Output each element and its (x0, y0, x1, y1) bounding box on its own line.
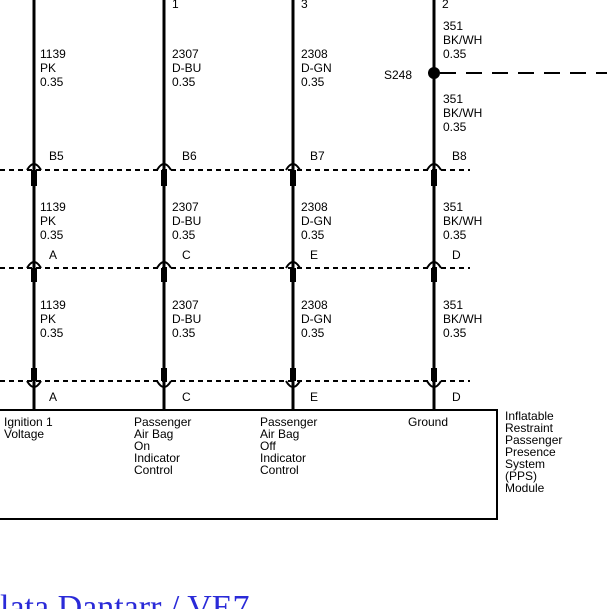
wire-label-color: D-BU (172, 214, 201, 228)
connector-row1-pin: B6 (182, 149, 197, 163)
wire-label-group-top: 1139 PK 0.35 2307 D-BU 0.35 2308 D-GN 0.… (40, 19, 482, 134)
wire-label-color: D-BU (172, 312, 201, 326)
wire-label-gauge: 0.35 (172, 228, 196, 242)
wire-label-gauge: 0.35 (301, 75, 325, 89)
connector-row1-terminals (26, 163, 442, 186)
connector-row3-pin: A (49, 390, 57, 404)
wire-label-num: 2308 (301, 47, 328, 61)
wire-label-num: 351 (443, 19, 463, 33)
wire-label-gauge: 0.35 (172, 326, 196, 340)
splice-label: S248 (384, 68, 412, 82)
wire-label-gauge: 0.35 (443, 120, 467, 134)
connector-row1-pin: B8 (452, 149, 467, 163)
connector-row1-pin: B7 (310, 149, 325, 163)
wire-label-num: 2307 (172, 200, 199, 214)
wire-label-color: PK (40, 61, 56, 75)
module-pin-label-ground: Ground (408, 415, 448, 429)
wire-label-color: D-GN (301, 61, 332, 75)
wire-label-group-bottom: 1139 PK 0.35 2307 D-BU 0.35 2308 D-GN 0.… (40, 298, 482, 340)
wire-label-color: BK/WH (443, 214, 482, 228)
header-pin-col4: 2 (442, 0, 449, 11)
wire-label-gauge: 0.35 (443, 47, 467, 61)
wire-label-gauge: 0.35 (40, 326, 64, 340)
connector-row3-pin: E (310, 390, 318, 404)
bottom-caption: lata Dantarr / VE7 (0, 589, 250, 609)
wire-label-gauge: 0.35 (443, 228, 467, 242)
wire-label-gauge: 0.35 (301, 228, 325, 242)
wire-label-num: 2307 (172, 298, 199, 312)
wire-label-color: BK/WH (443, 106, 482, 120)
wire-label-gauge: 0.35 (301, 326, 325, 340)
connector-row2-terminals (26, 261, 442, 282)
wire-label-num: 1139 (40, 47, 66, 61)
header-pin-col2: 1 (172, 0, 179, 11)
splice-s248 (428, 67, 440, 79)
wire-label-color: PK (40, 312, 56, 326)
wire-label-num: 1139 (40, 200, 66, 214)
wire-label-num: 2307 (172, 47, 199, 61)
wire-label-num: 351 (443, 298, 463, 312)
wire-label-color: D-GN (301, 214, 332, 228)
wire-label-color: BK/WH (443, 312, 482, 326)
wire-label-gauge: 0.35 (172, 75, 196, 89)
wire-label-num: 2308 (301, 298, 328, 312)
header-pin-col3: 3 (301, 0, 308, 11)
wire-label-color: PK (40, 214, 56, 228)
wire-label-gauge: 0.35 (40, 228, 64, 242)
connector-row1-pin: B5 (49, 149, 64, 163)
wire-label-gauge: 0.35 (40, 75, 64, 89)
pps-module-box (0, 409, 498, 520)
connector-row2-pin: D (452, 248, 461, 262)
connector-row3-pin: D (452, 390, 461, 404)
connector-row2-pin: E (310, 248, 318, 262)
wire-label-group-middle: 1139 PK 0.35 2307 D-BU 0.35 2308 D-GN 0.… (40, 200, 482, 242)
wire-label-color: BK/WH (443, 33, 482, 47)
wire-label-gauge: 0.35 (443, 326, 467, 340)
connector-row3-pin: C (182, 390, 191, 404)
wire-label-color: D-GN (301, 312, 332, 326)
connector-row2-pin: A (49, 248, 57, 262)
wire-label-num: 1139 (40, 298, 66, 312)
wire-label-color: D-BU (172, 61, 201, 75)
wire-label-num: 2308 (301, 200, 328, 214)
wire-label-num: 351 (443, 92, 463, 106)
connector-row3-terminals (26, 368, 442, 388)
connector-row2-pin: C (182, 248, 191, 262)
wire-label-num: 351 (443, 200, 463, 214)
